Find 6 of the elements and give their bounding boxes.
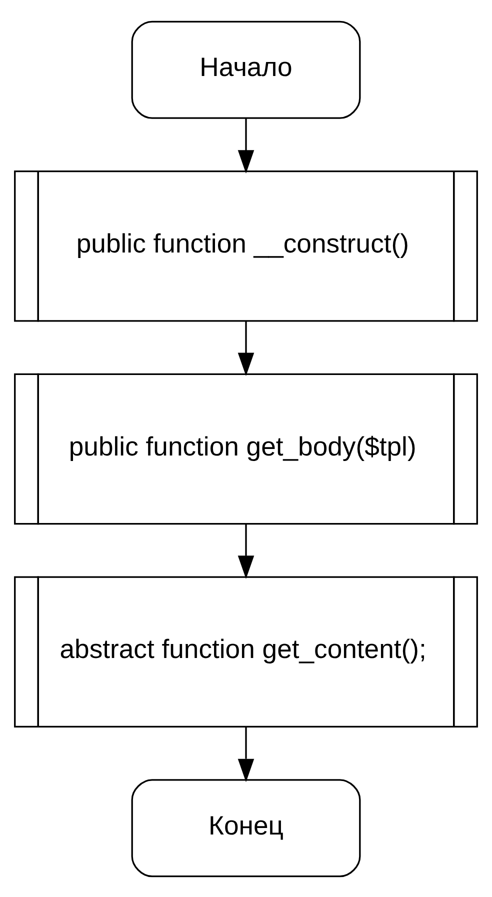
arrow — [238, 118, 254, 173]
node-box: Начало — [131, 20, 361, 118]
arrow — [238, 320, 254, 376]
node-box: Конец — [131, 778, 361, 877]
arrow — [238, 726, 254, 782]
arrow — [238, 523, 254, 578]
